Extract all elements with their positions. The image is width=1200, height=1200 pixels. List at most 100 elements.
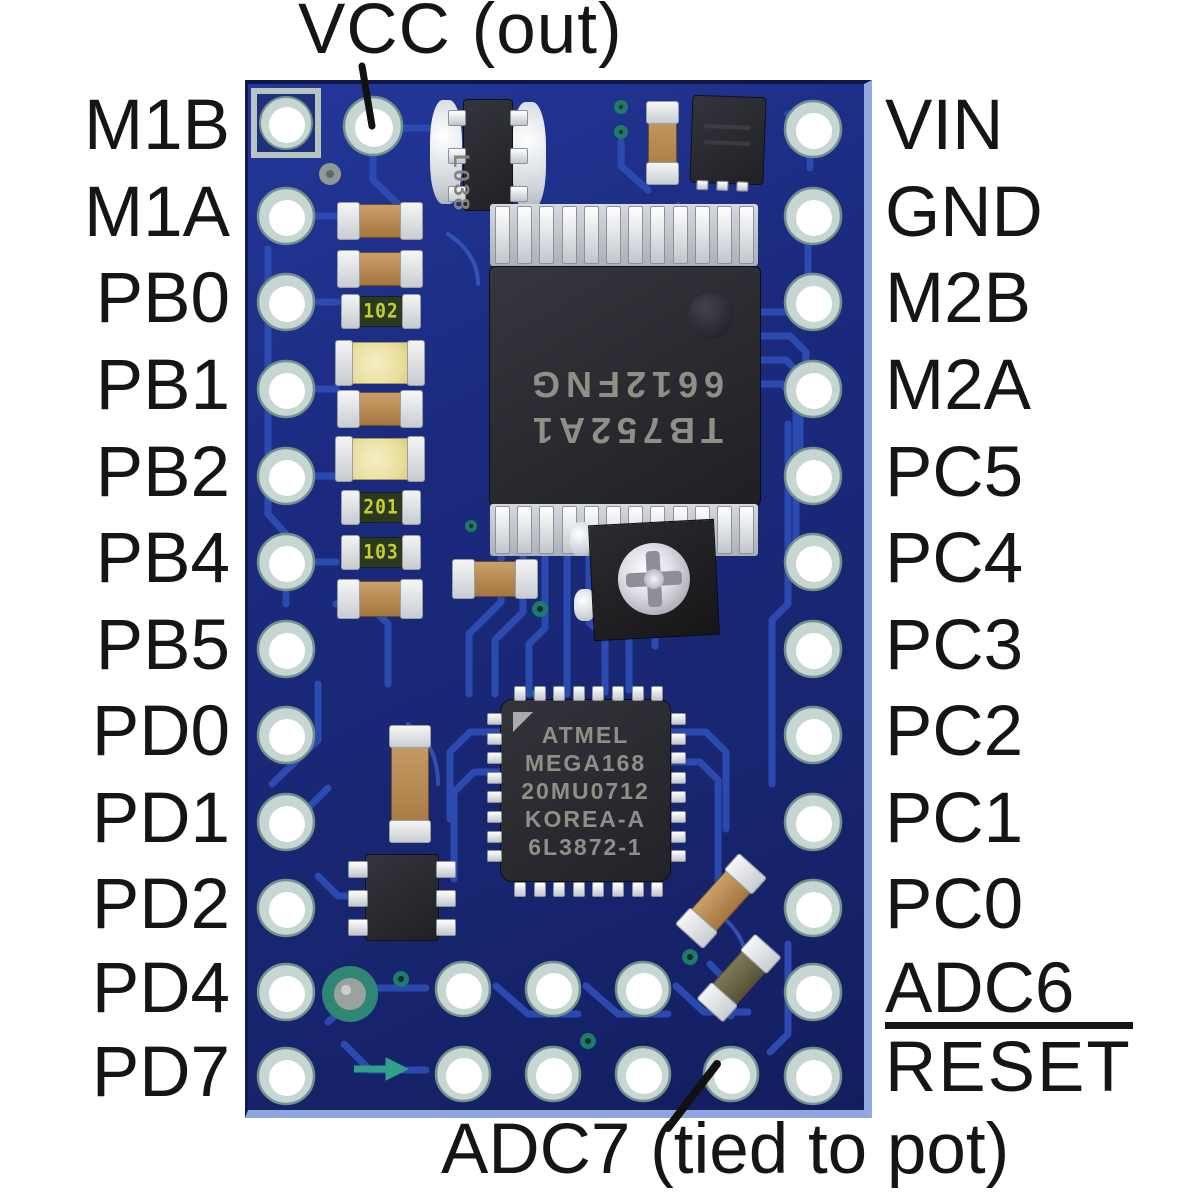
mcu-pin-left	[487, 771, 502, 784]
right-pin-label-pc5: PC5	[885, 433, 1024, 512]
mcu-lot1: 20MU0712	[521, 777, 650, 804]
mcu-pin-top	[592, 686, 605, 701]
right-pin-label-pc1: PC1	[885, 779, 1024, 858]
capacitor	[646, 101, 679, 185]
green-ring-pad	[322, 966, 378, 1022]
chip-pin	[539, 506, 555, 554]
soic-chip	[348, 854, 456, 941]
pin1-indent	[688, 293, 734, 339]
left-pin-label-pd0: PD0	[91, 692, 230, 771]
regulator-marking: L038	[449, 154, 474, 213]
chip-pin	[517, 506, 533, 554]
pad-hole	[796, 892, 832, 928]
mcu-pin-top	[533, 686, 546, 701]
mcu-brand: ATMEL	[541, 721, 630, 748]
gray-via	[319, 163, 341, 185]
pad-hole	[269, 373, 305, 409]
pad-hole	[269, 460, 305, 496]
pad-hole	[269, 1060, 305, 1096]
mcu-pin-right	[671, 811, 686, 823]
reset-overline	[885, 1022, 1133, 1029]
mcu-pin-bottom	[651, 882, 664, 897]
mcu-pin-top	[553, 686, 566, 701]
mcu-pin-right	[671, 732, 686, 745]
chip-pin	[628, 206, 644, 264]
left-pin-label-pd1: PD1	[91, 779, 230, 858]
right-pin-label-vin: VIN	[885, 86, 1004, 165]
resistor-code: 201	[363, 495, 399, 520]
chip-pin	[739, 206, 755, 264]
chip-pin	[583, 206, 599, 264]
pcb-board: L038 TB752A1 6612FNG 102 201 103	[245, 80, 872, 1118]
chip-pin	[694, 206, 710, 264]
via-hole	[619, 105, 623, 109]
right-pin-label-pc2: PC2	[885, 692, 1024, 771]
silkscreen-arrow-icon	[354, 1057, 410, 1081]
pad-hole	[269, 806, 305, 842]
pad-hole	[446, 973, 482, 1009]
chip-pin	[561, 206, 577, 264]
solder-blob	[574, 589, 596, 621]
left-pin-label-pd2: PD2	[91, 865, 230, 944]
left-pin-label-pb2: PB2	[95, 433, 230, 512]
left-pin-label-pb5: PB5	[95, 606, 230, 685]
left-pin-label-pd4: PD4	[91, 949, 230, 1028]
capacitor	[337, 250, 423, 288]
pad-hole	[355, 109, 393, 147]
pad-hole	[796, 200, 832, 236]
vcc-out-callout: VCC (out)	[298, 0, 623, 69]
chip-pin	[717, 506, 732, 554]
capacitor	[337, 579, 423, 619]
mcu-pin-top	[514, 686, 526, 701]
mcu-pin-right	[671, 771, 686, 784]
left-pin-label-pb0: PB0	[95, 259, 230, 338]
pad-hole	[269, 719, 305, 755]
pin1-corner	[513, 712, 533, 732]
right-pin-label-gnd: GND	[885, 173, 1043, 252]
via-hole	[469, 524, 473, 528]
via-hole	[585, 1038, 591, 1044]
right-pin-labels: VIN GND M2B M2A PC5 PC4 PC3 PC2 PC1 PC0 …	[885, 0, 1195, 1200]
right-pin-label-pc0: PC0	[885, 865, 1024, 944]
chip-pin	[495, 206, 510, 264]
pad-hole	[796, 806, 832, 842]
mcu-part: MEGA168	[524, 749, 647, 776]
chip-pin	[539, 206, 555, 264]
pad-hole	[269, 546, 305, 582]
mcu-pin-bottom	[553, 882, 566, 897]
resistor-code: 103	[363, 540, 399, 565]
motor-driver-chip: TB752A1 6612FNG	[489, 266, 761, 506]
pad-hole	[796, 976, 832, 1012]
marking-line1: TB752A1	[526, 410, 724, 451]
pad-hole	[796, 633, 832, 669]
marking-line2: 6612FNG	[525, 364, 725, 405]
left-pin-label-pb1: PB1	[95, 346, 230, 425]
pad-hole	[626, 973, 662, 1009]
solder-blob	[570, 522, 592, 556]
mcu-pin-right	[671, 791, 686, 804]
via-hole	[619, 130, 623, 134]
led-yellow	[335, 340, 425, 386]
motor-driver-marking: TB752A1 6612FNG	[490, 361, 760, 453]
mcu-pin-bottom	[533, 882, 546, 897]
chip-pin	[650, 206, 666, 264]
adc7-callout: ADC7 (tied to pot)	[441, 1110, 1010, 1189]
capacitor	[452, 559, 538, 599]
pad-hole	[446, 1058, 482, 1094]
pad-hole	[796, 719, 832, 755]
pad-hole	[796, 113, 832, 149]
mcu-pin-top	[651, 686, 664, 701]
mcu-pin-bottom	[592, 882, 605, 897]
pad-hole	[269, 286, 305, 322]
pad-hole	[796, 1060, 832, 1096]
mcu-origin: KOREA-A	[524, 805, 647, 832]
left-pin-label-m1a: M1A	[84, 173, 230, 252]
pad-hole	[536, 973, 572, 1009]
pad-hole	[796, 546, 832, 582]
mcu-pin-left	[487, 752, 502, 765]
regulator-chip: L038	[448, 99, 528, 212]
resistor-201: 201	[341, 490, 421, 525]
chip-pin	[739, 506, 755, 554]
capacitor	[337, 390, 423, 428]
pad-hole	[536, 1058, 572, 1094]
